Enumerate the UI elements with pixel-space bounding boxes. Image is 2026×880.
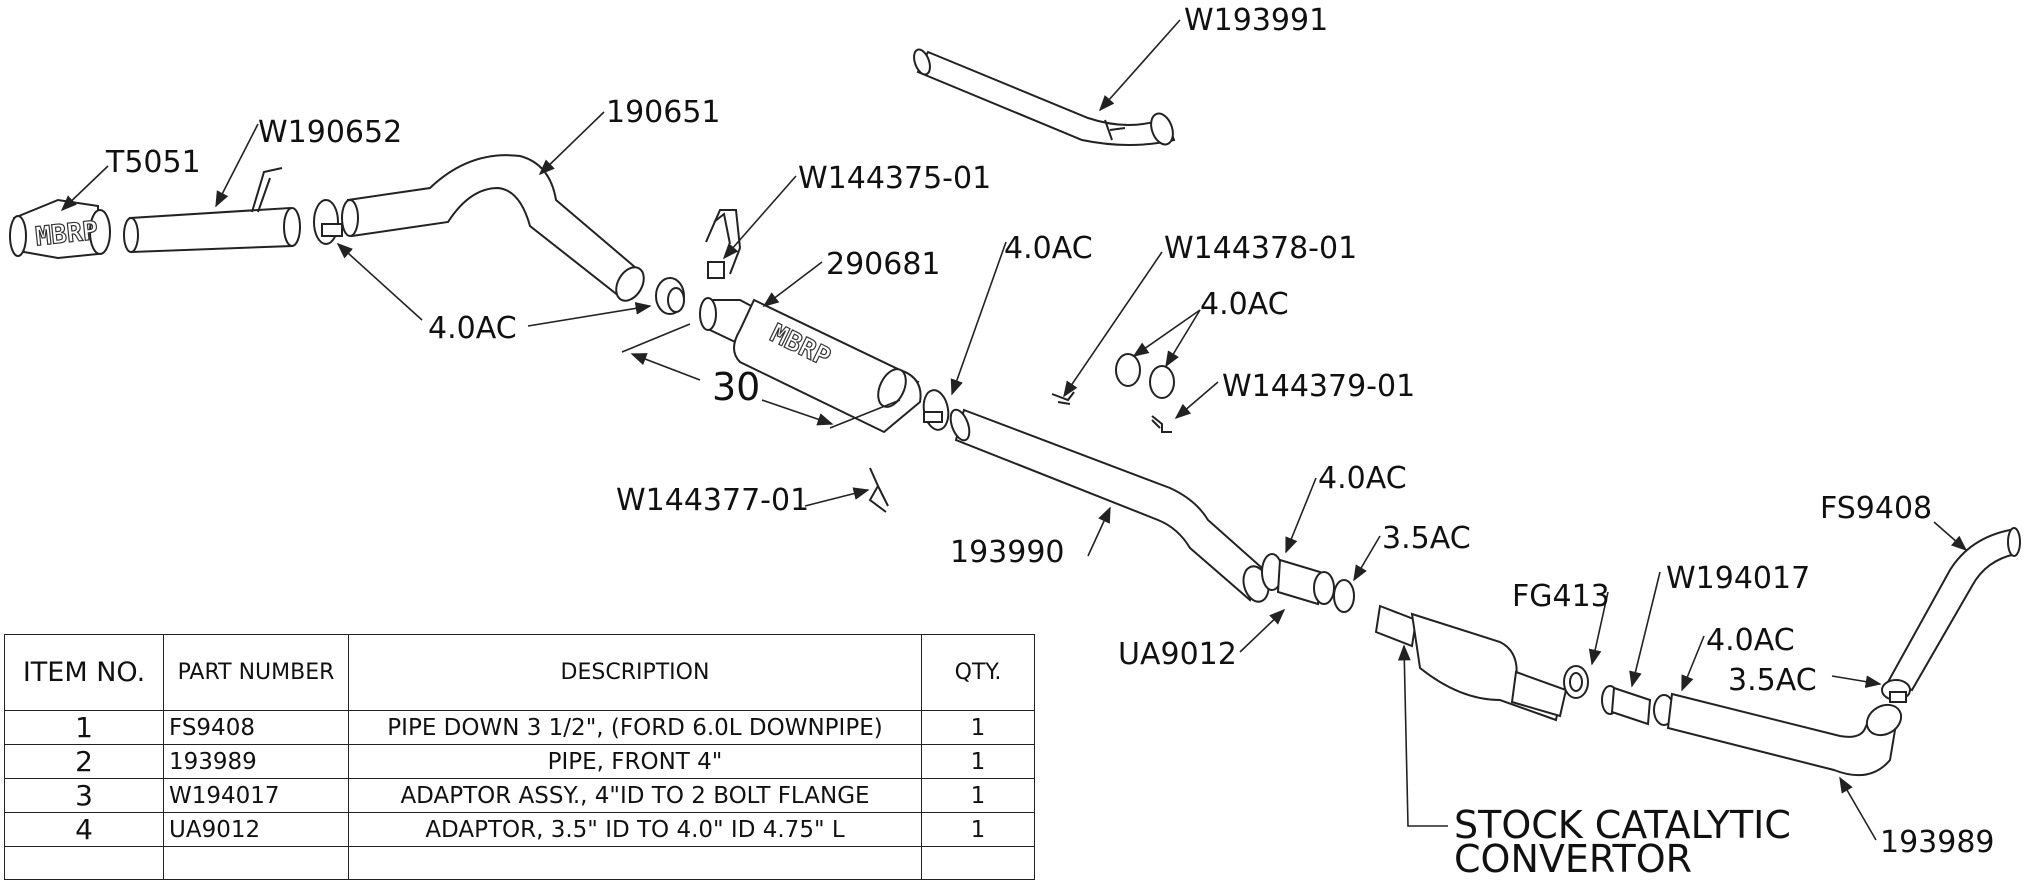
hanger-w144379 [1151,415,1172,433]
label-w144379: W144379-01 [1222,369,1415,404]
cell-part: FS9408 [163,710,349,745]
header-part-number: PART NUMBER [163,634,349,711]
label-3ac5-right: 3.5AC [1728,663,1817,698]
label-stock-cat-line2: CONVERTOR [1454,837,1692,877]
hanger-w144377 [868,467,889,513]
cell-desc: ADAPTOR ASSY., 4"ID TO 2 BOLT FLANGE [348,778,922,813]
table-row: 2 193989 PIPE, FRONT 4" 1 [4,744,1035,779]
clamp-pair [1115,353,1175,399]
gasket-fg413 [1563,665,1589,699]
pipe-193990 [949,408,1270,603]
label-190651: 190651 [606,95,721,130]
label-193990: 193990 [950,535,1065,570]
table-row: 1 FS9408 PIPE DOWN 3 1/2", (FORD 6.0L DO… [4,710,1035,745]
label-4ac-pair: 4.0AC [1200,287,1289,322]
pipe-w193991 [913,48,1176,146]
clamp-muffler-inlet [655,277,685,315]
pipe-193989 [1666,692,1903,777]
pipe-w190652 [123,167,301,254]
muffler-290681: MBRP [699,297,922,434]
cell-item: 1 [4,710,164,745]
table-row: 3 W194017 ADAPTOR ASSY., 4"ID TO 2 BOLT … [4,778,1035,813]
label-t5051: T5051 [105,145,201,180]
cell-item [4,846,164,880]
label-4ac-mid: 4.0AC [1004,231,1093,266]
adaptor-ua9012 [1261,553,1355,613]
header-item-no: ITEM NO. [4,634,164,711]
label-w193991: W193991 [1184,3,1328,38]
leader-lines [60,19,1968,841]
cell-desc: PIPE DOWN 3 1/2", (FORD 6.0L DOWNPIPE) [348,710,922,745]
cell-desc: ADAPTOR, 3.5" ID TO 4.0" ID 4.75" L [348,812,922,847]
label-w190652: W190652 [258,115,402,150]
label-w144375: W144375-01 [798,161,991,196]
cell-item: 3 [4,778,164,813]
label-ua9012: UA9012 [1118,637,1237,672]
callout-labels: W193991 T5051 W190652 190651 W144375-01 … [105,3,1995,877]
label-290681: 290681 [826,247,941,282]
bom-header-row: ITEM NO. PART NUMBER DESCRIPTION QTY. [4,634,1035,711]
table-row [4,846,1035,880]
cell-item: 4 [4,812,164,847]
flange-adaptor-w194017 [1601,685,1675,726]
cell-part: UA9012 [163,812,349,847]
cell-qty: 1 [921,710,1035,745]
clamp-downpipe [1881,679,1911,703]
cell-qty: 1 [921,812,1035,847]
label-stock-cat-line1: STOCK CATALYTIC [1454,803,1791,847]
label-w194017: W194017 [1666,561,1810,596]
cell-part: W194017 [163,778,349,813]
hanger-w144378 [1051,391,1075,405]
exhaust-tip-t5051: MBRP [9,198,111,260]
pipe-190651 [341,154,645,302]
label-w144377: W144377-01 [616,483,809,518]
label-4ac-lower: 4.0AC [1318,461,1407,496]
header-qty: QTY. [921,634,1035,711]
downpipe-fs9408 [1886,527,2021,692]
label-4ac-right: 4.0AC [1706,623,1795,658]
stock-catalytic-convertor [1374,604,1568,722]
label-w144378: W144378-01 [1164,231,1357,266]
cell-desc: PIPE, FRONT 4" [348,744,922,779]
cell-qty: 1 [921,778,1035,813]
cell-qty [921,846,1035,880]
label-fs9408: FS9408 [1820,491,1932,526]
label-fg413: FG413 [1512,579,1610,614]
tip-logo: MBRP [34,216,99,252]
header-description: DESCRIPTION [348,634,922,711]
clamp-muffler-outlet [922,389,950,431]
label-3ac5-mid: 3.5AC [1382,521,1471,556]
label-193989: 193989 [1880,825,1995,860]
clamp-tail [313,199,343,245]
cell-part: 193989 [163,744,349,779]
dimension-30: 30 [712,365,760,409]
hanger-w144375 [705,209,742,279]
cell-item: 2 [4,744,164,779]
label-4ac-left: 4.0AC [428,311,517,346]
cell-qty: 1 [921,744,1035,779]
bill-of-materials-table: ITEM NO. PART NUMBER DESCRIPTION QTY. 1 … [4,634,1035,880]
table-row: 4 UA9012 ADAPTOR, 3.5" ID TO 4.0" ID 4.7… [4,812,1035,847]
cell-desc [348,846,922,880]
cell-part [163,846,349,880]
